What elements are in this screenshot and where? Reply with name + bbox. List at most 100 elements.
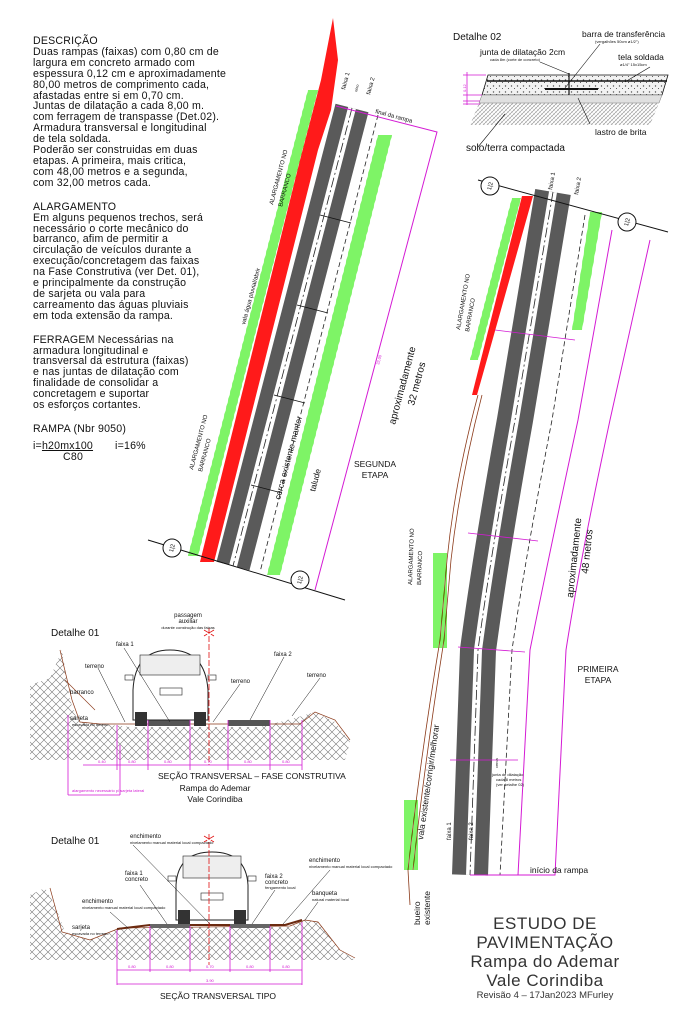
alargamento-line: necessário o corte mecânico do	[33, 222, 189, 235]
description-line: afastadas entre si em 0,70 cm.	[33, 89, 184, 102]
ferragem-line: transversal da estrutura (faixas)	[33, 355, 189, 368]
label-terreno-3: terreno	[307, 673, 327, 679]
label-tela: tela soldada	[618, 52, 664, 62]
dim-1: 0.80	[166, 964, 175, 969]
alargamento-line: e principalmente da construção	[33, 277, 187, 290]
title-line-2: PAVIMENTAÇÃO	[476, 933, 614, 952]
svg-text:1|2: 1|2	[487, 181, 495, 191]
ferragem-line: e nas juntas de dilatação com	[33, 366, 179, 379]
dim-2: 0.80	[164, 759, 173, 764]
dimension-outer	[470, 239, 651, 876]
label-faixa2-bottom: faixa 2	[469, 822, 475, 840]
label-auxiliar: auxiliar	[178, 619, 197, 625]
description-line: 80,00 metros de comprimento cada,	[33, 78, 210, 91]
label-eixo: eixo	[353, 83, 360, 92]
label-barra: barra de transferência	[582, 29, 665, 39]
label-sarjeta: sarjeta	[72, 925, 91, 931]
dim-value-32: 32,00	[375, 354, 383, 366]
vala-line	[407, 394, 483, 906]
dim-5: 0.80	[282, 759, 291, 764]
ferragem-line: concretagem e suportar	[33, 388, 150, 401]
caption-3: Vale Corindiba	[187, 794, 242, 804]
center-axis	[203, 834, 215, 965]
description-line: largura em concreto armado com	[33, 56, 196, 69]
label-junta-sub: cada 8m (corte de concreto)	[490, 57, 541, 62]
label-enchimento-right-sub: nivelamento manual material local compac…	[309, 864, 393, 869]
section-marker-right: 1|2	[290, 570, 310, 590]
label-faixa1: faixa 1	[341, 71, 352, 90]
dimension-inner	[517, 229, 613, 876]
label-sarjeta-sub: escavada no terreno	[72, 931, 109, 936]
dimension-lines	[314, 105, 438, 591]
formula-result: i=16%	[115, 439, 146, 452]
label-lastro: lastro de brita	[595, 127, 647, 137]
svg-text:1|2: 1|2	[624, 217, 632, 227]
label-concreto-sub: fengamento local	[265, 885, 296, 890]
vegetation-top-right	[572, 212, 602, 330]
description-line: Juntas de dilatação a cada 8,00 m.	[33, 100, 205, 113]
label-enchimento-left-sub: nivelamento manual material local compac…	[82, 905, 166, 910]
formula-prefix: i=	[33, 439, 42, 452]
label-etapa: ETAPA	[362, 470, 389, 480]
label-segunda: SEGUNDA	[354, 459, 396, 469]
vegetation-mid-left	[433, 553, 447, 648]
section-marker-left: 1|2	[480, 176, 500, 196]
dim-0: 0.80	[128, 964, 137, 969]
label-faixa1-bottom: faixa 1	[447, 822, 453, 840]
vegetation-right	[267, 135, 392, 575]
label-faixa2: faixa 2	[366, 76, 377, 95]
label-concreto-1: concreto	[125, 877, 149, 883]
label-faixa2: faixa 2	[265, 874, 283, 880]
label-bueiro: bueiro	[412, 901, 422, 925]
label-faixa2-top: faixa 2	[574, 176, 583, 195]
ferragem-line: FERRAGEM Necessárias na	[33, 333, 174, 346]
label-tela-sub: ø1/4" 15x15cm	[620, 62, 647, 67]
description-heading: DESCRIÇÃO	[33, 35, 98, 47]
cerca-dashed-line	[259, 114, 379, 573]
rampa-formula: i=h20mx100 i=16%	[33, 439, 226, 452]
plan-segunda-etapa: 1|2 1|2 faixa 1 eixo faixa 2 final da ra…	[147, 18, 438, 601]
alargamento-line: barranco, afim de permitir a	[33, 233, 169, 246]
section-marker-right: 1|2	[617, 212, 637, 232]
ferragem-line: armadura longitudinal e	[33, 344, 149, 357]
thickness-value: 0.12	[462, 83, 467, 92]
plan-primeira-etapa: 1|2 1|2 faixa 1 faixa 2 ALARGAMENTO NO B…	[404, 171, 669, 925]
svg-text:1|2: 1|2	[297, 575, 305, 585]
label-cerca: cerca	[494, 757, 499, 768]
concrete-slab	[481, 74, 669, 96]
alargamento-line: Em alguns pequenos trechos, será	[33, 211, 204, 224]
formula-numerator: h20mx100	[41, 439, 94, 452]
eixo-line	[469, 191, 554, 876]
label-barranco: barranco	[70, 690, 94, 696]
label-alargamento-1b: BARRANCO	[465, 297, 477, 332]
label-terreno-2: terreno	[231, 679, 251, 685]
barranco-line	[64, 679, 96, 711]
label-junta-a: junta de dilatação	[491, 772, 524, 777]
label-junta-b: cada 8 metros	[496, 777, 521, 782]
dim-4: 0.80	[282, 964, 291, 969]
description-line: etapas. A primeira, mais critica,	[33, 154, 187, 167]
label-passagem: passagem	[174, 613, 202, 619]
description-line: de tela soldada.	[33, 133, 112, 146]
label-junta-c: (ver detalhe 02)	[496, 782, 525, 787]
label-banqueta-sub: natural material local	[312, 897, 349, 902]
label-talude: talude	[307, 467, 323, 492]
svg-text:1|2: 1|2	[169, 543, 177, 553]
section-marker-left: 1|2	[162, 538, 182, 558]
alargamento-heading: ALARGAMENTO	[33, 200, 117, 213]
title-line-3: Rampa do Ademar	[470, 952, 620, 971]
detalhe-02: Detalhe 02 barra de transferência (verga…	[453, 29, 669, 154]
dimension-lines	[116, 922, 303, 985]
detalhe-01-fase-construtiva: Detalhe 01 0.40 0.80 0.80 0.70 0.80 0.80…	[30, 613, 351, 804]
label-faixa1-top: faixa 1	[548, 171, 557, 190]
alargamento-line: em toda extensão da rampa.	[33, 309, 174, 322]
description-line: espessura 0,12 cm e aproximadamente	[33, 67, 227, 80]
label-sarjeta: sarjeta	[70, 716, 89, 722]
faixa2-slab	[230, 924, 270, 928]
description-line: com 48,00 metros e a segunda,	[33, 165, 188, 178]
thickness-dimension	[463, 72, 486, 105]
formula-denominator: C80	[63, 450, 84, 463]
description-line: Duas rampas (faixas) com 0,80 cm de	[33, 45, 219, 58]
label-alargamento-2a: ALARGAMENTO NO	[408, 528, 416, 585]
